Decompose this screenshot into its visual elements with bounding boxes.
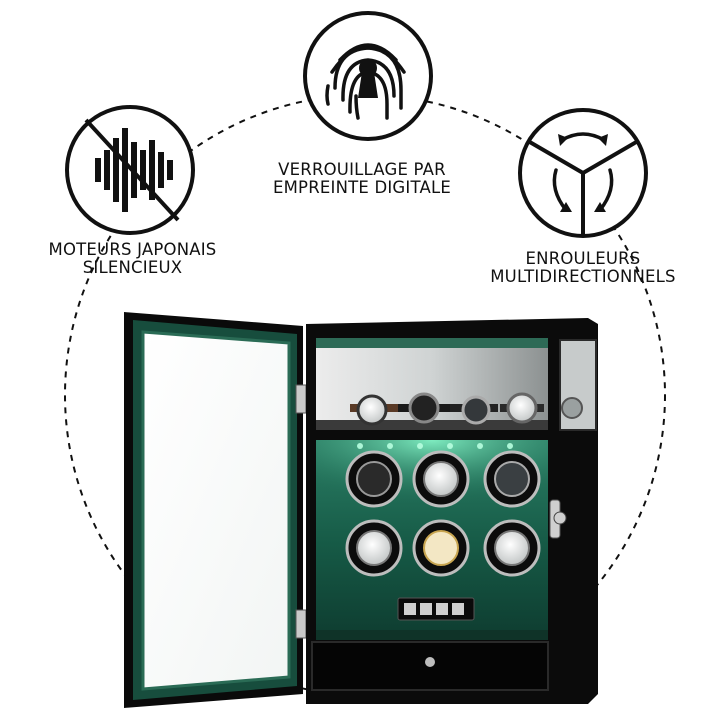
bottom-drawer [311,641,549,691]
feature-label-line: VERROUILLAGE PAR [278,160,446,179]
feature-label-silent-motors: MOTEURS JAPONAIS SILENCIEUX [30,241,235,277]
silent-motor-icon [65,105,195,235]
winder-pods [345,450,541,577]
fingerprint-lock-icon [303,11,433,141]
feature-label-multidirectional-winders: ENROULEURS MULTIDIRECTIONNELS [478,250,688,286]
glass-door [124,312,307,708]
feature-label-line: EMPREINTE DIGITALE [273,178,451,197]
control-panel [397,597,475,621]
feature-label-line: SILENCIEUX [82,258,183,277]
feature-label-line: MULTIDIRECTIONNELS [490,267,676,286]
feature-label-line: ENROULEURS [525,249,641,268]
feature-label-fingerprint-lock: VERROUILLAGE PAR EMPREINTE DIGITALE [262,161,462,197]
cabinet-body [306,318,598,704]
feature-label-line: MOTEURS JAPONAIS [48,240,217,259]
display-watches [350,392,583,426]
multi-direction-rotation-icon [518,108,648,238]
